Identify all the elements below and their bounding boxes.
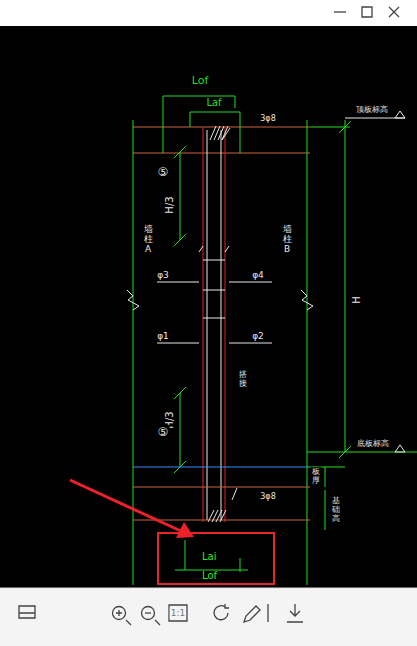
hatch-mark <box>222 126 228 140</box>
column-bar <box>203 127 204 522</box>
slab-line <box>133 127 310 128</box>
rebar-line <box>207 130 208 520</box>
dimension-line <box>325 490 326 530</box>
dimension-tick <box>174 146 186 158</box>
highlight-box: LaiLof <box>157 532 275 585</box>
wall-line <box>133 120 134 585</box>
anchor-leader <box>163 96 235 97</box>
anchor-leader <box>185 540 186 570</box>
anchor-leader <box>240 112 241 153</box>
dimension-tick <box>339 121 351 133</box>
dimension-label: Lof <box>202 571 217 581</box>
thickness-label: 板厚 <box>311 467 321 487</box>
magnifier-icon <box>142 607 155 620</box>
dimension-line <box>325 467 326 487</box>
arrow-head <box>176 522 194 538</box>
dimension-label: H/3 <box>164 195 176 214</box>
dimension-label: Lof <box>191 74 210 87</box>
break-mark <box>127 290 139 310</box>
callout-number: ⑤ <box>157 165 170 179</box>
dimension-tick <box>174 387 186 399</box>
layout-icon <box>19 606 35 618</box>
anchor-leader <box>235 96 236 108</box>
dimension-tick <box>174 234 186 246</box>
cad-background <box>0 26 417 588</box>
floor-line <box>133 467 307 468</box>
level-flag <box>395 445 405 452</box>
member-label: 墙柱B <box>282 224 293 256</box>
ratio-label: 1:1 <box>170 608 186 619</box>
anchor-leader <box>163 96 164 153</box>
level-flag <box>395 111 405 118</box>
anchor-hook <box>232 488 237 500</box>
dimension-line <box>180 152 181 240</box>
slab-line <box>133 487 310 488</box>
stirrup <box>203 290 225 291</box>
rebar-line <box>221 130 222 520</box>
highlight-arrow <box>70 480 183 532</box>
pencil-icon <box>244 606 260 622</box>
close-icon <box>389 7 399 17</box>
zoom-out-minus <box>145 612 151 613</box>
minimize-icon <box>334 11 346 12</box>
toolbar-border <box>0 588 417 589</box>
rotate-icon <box>214 604 229 620</box>
section-label: φ1 <box>156 331 170 342</box>
zoom-in-plus <box>116 610 122 616</box>
anchor-leader <box>190 112 240 113</box>
section-line <box>229 282 272 283</box>
section-label: φ4 <box>251 270 265 281</box>
section-label: φ3 <box>156 270 170 281</box>
rebar-label: 3φ8 <box>259 492 276 502</box>
ratio-box <box>169 605 187 621</box>
member-label: 墙柱A <box>143 224 154 256</box>
toolbar-divider <box>267 604 268 622</box>
dimension-label: Laf <box>205 97 222 109</box>
column-bar <box>225 127 226 522</box>
callout-number: ⑤ <box>157 425 170 439</box>
dimension-label: Lai <box>202 552 216 562</box>
break-mark <box>301 290 313 310</box>
dimension-line <box>345 120 346 452</box>
section-label: φ2 <box>251 331 265 342</box>
stirrup <box>203 260 225 261</box>
rebar-label: 3φ8 <box>259 114 276 124</box>
level-label: 底板标高 <box>356 439 390 449</box>
section-line <box>157 343 199 344</box>
maximize-icon <box>362 7 372 17</box>
stirrup <box>203 318 225 319</box>
lap-mark <box>199 246 229 252</box>
toolbar-bar <box>0 588 417 646</box>
wall-line <box>307 120 308 585</box>
lap-label: 搭接 <box>238 370 248 390</box>
anchor-leader <box>190 112 191 127</box>
level-label: 顶板标高 <box>355 105 389 115</box>
dimension-line <box>180 393 181 467</box>
magnifier-icon <box>113 607 126 620</box>
section-line <box>229 343 272 344</box>
dimension-label: H <box>351 295 363 305</box>
anchor-leader <box>240 558 241 572</box>
section-line <box>157 282 199 283</box>
download-icon <box>287 604 303 622</box>
zoom-out-handle <box>155 620 160 625</box>
thickness-label: 基础高 <box>331 496 341 524</box>
hatch-mark <box>220 510 226 522</box>
zoom-in-handle <box>126 620 131 625</box>
